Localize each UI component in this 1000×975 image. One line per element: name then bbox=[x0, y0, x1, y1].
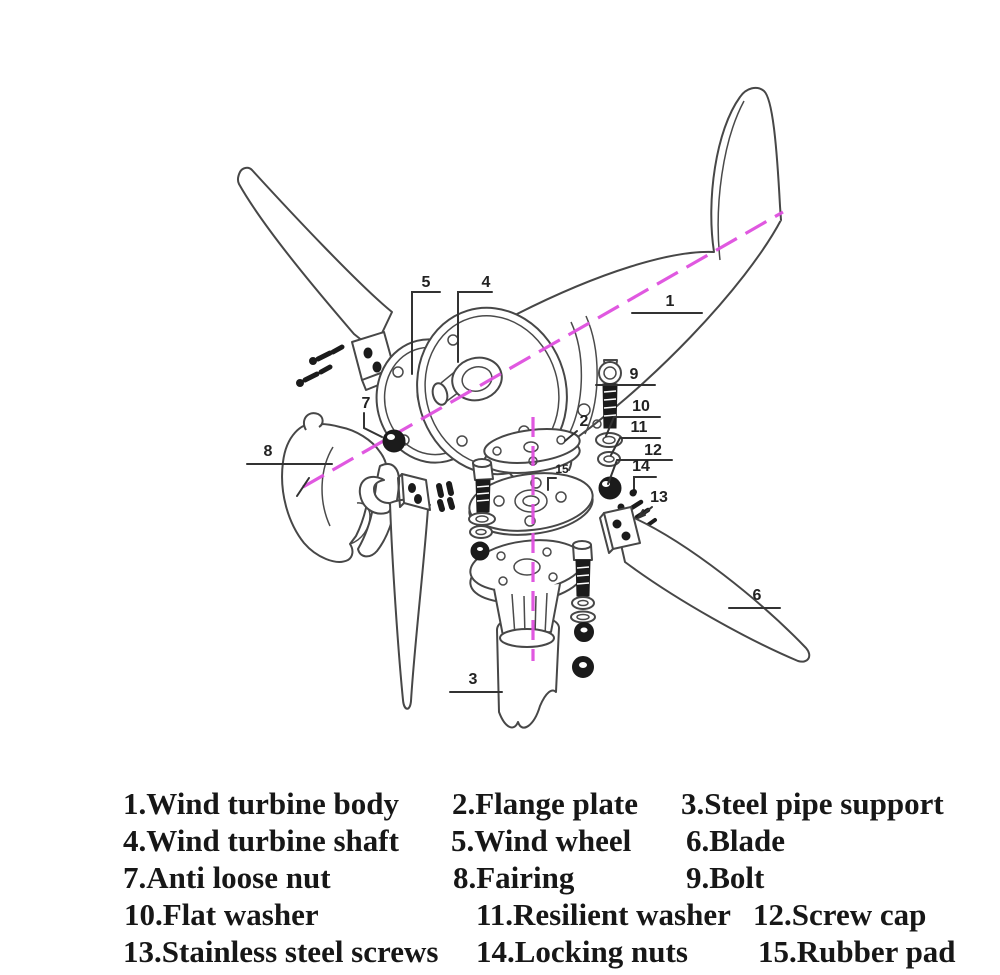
flat-washer bbox=[595, 432, 623, 448]
legend-item-4: 4.Wind turbine shaft bbox=[123, 823, 399, 858]
callout-14: 14 bbox=[632, 458, 650, 475]
callout-13: 13 bbox=[650, 489, 668, 506]
legend-item-15: 15.Rubber pad bbox=[758, 934, 956, 969]
blade-lower-right bbox=[599, 506, 811, 663]
anti-loose-nut bbox=[382, 429, 406, 453]
blade-lower-middle bbox=[358, 473, 455, 710]
legend-item-11: 11.Resilient washer bbox=[476, 897, 731, 932]
turbine-shaft bbox=[431, 356, 503, 406]
bolt-assembly-right bbox=[595, 359, 623, 500]
blade-upper-left bbox=[236, 166, 397, 391]
callouts: 1 2 3 4 5 6 7 8 9 10 11 12 13 14 15 bbox=[246, 274, 781, 693]
legend-item-5: 5.Wind wheel bbox=[451, 823, 632, 858]
legend-item-6: 6.Blade bbox=[686, 823, 786, 858]
cone-support bbox=[493, 583, 561, 648]
callout-15: 15 bbox=[555, 462, 569, 476]
bolt-assembly-lower bbox=[570, 540, 596, 678]
legend-item-10: 10.Flat washer bbox=[124, 897, 319, 932]
callout-3: 3 bbox=[469, 671, 478, 688]
legend-item-7: 7.Anti loose nut bbox=[123, 860, 331, 895]
legend-item-8: 8.Fairing bbox=[453, 860, 575, 895]
legend-item-1: 1.Wind turbine body bbox=[123, 786, 399, 821]
callout-10: 10 bbox=[632, 398, 650, 415]
mounting-screws-middle bbox=[436, 481, 455, 512]
mounting-screws-upper-left bbox=[296, 344, 345, 387]
legend-item-13: 13.Stainless steel screws bbox=[123, 934, 439, 969]
callout-12: 12 bbox=[644, 442, 662, 459]
blade-bracket bbox=[603, 506, 641, 550]
callout-4: 4 bbox=[482, 274, 491, 291]
callout-7: 7 bbox=[362, 395, 371, 412]
exploded-view-drawing: 1 2 3 4 5 6 7 8 9 10 11 12 13 14 15 bbox=[236, 86, 811, 729]
callout-8: 8 bbox=[264, 443, 273, 460]
assembly-axis-lines bbox=[296, 210, 784, 661]
turbine-body bbox=[416, 86, 782, 476]
callout-9: 9 bbox=[630, 366, 639, 383]
legend-item-3: 3.Steel pipe support bbox=[681, 786, 944, 821]
legend-item-12: 12.Screw cap bbox=[753, 897, 927, 932]
legend-item-14: 14.Locking nuts bbox=[476, 934, 688, 969]
bolt-assembly-left bbox=[468, 458, 496, 561]
legend-item-9: 9.Bolt bbox=[686, 860, 765, 895]
callout-5: 5 bbox=[422, 274, 431, 291]
legend-item-2: 2.Flange plate bbox=[452, 786, 638, 821]
fairing-ear bbox=[302, 412, 324, 431]
axis-end-tick bbox=[296, 477, 310, 497]
fairing bbox=[281, 412, 401, 563]
rubber-pad-plate bbox=[468, 472, 594, 532]
callout-2: 2 bbox=[580, 413, 589, 430]
tail-fin bbox=[710, 86, 782, 253]
callout-1: 1 bbox=[666, 293, 675, 310]
blade-bracket bbox=[401, 473, 431, 511]
callout-11: 11 bbox=[631, 419, 648, 436]
horizontal-axis-line bbox=[302, 210, 784, 489]
callout-6: 6 bbox=[753, 587, 762, 604]
